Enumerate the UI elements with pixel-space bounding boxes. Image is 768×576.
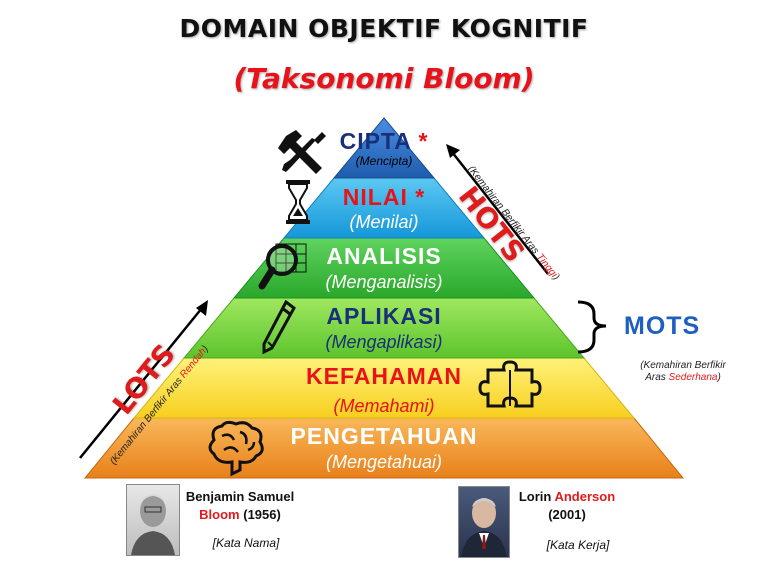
level-analisis-name: ANALISIS bbox=[326, 243, 442, 269]
anderson-name-line1: Lorin Anderson bbox=[512, 488, 622, 506]
level-cipta-verb: (Mencipta) bbox=[355, 154, 413, 168]
level-kefahaman-name: KEFAHAMAN bbox=[306, 363, 462, 389]
puzzle-icon bbox=[478, 360, 542, 408]
mots-note-highlight: Sederhana bbox=[668, 372, 718, 383]
tools-icon bbox=[278, 130, 326, 174]
bloom-surname: Bloom bbox=[199, 507, 240, 522]
bloom-photo bbox=[126, 484, 180, 556]
level-cipta-label: CIPTA bbox=[339, 128, 412, 154]
anderson-name: Lorin Anderson (2001) bbox=[512, 488, 622, 524]
hots-arrow bbox=[446, 144, 549, 275]
bloom-name-line2: Bloom (1956) bbox=[180, 506, 300, 524]
bloom-name-line1: Benjamin Samuel bbox=[185, 489, 295, 504]
level-analisis-verb: (Menganalisis) bbox=[325, 272, 443, 292]
mots-label: MOTS bbox=[624, 312, 701, 340]
mots-note-suffix: ) bbox=[717, 372, 721, 383]
bloom-note: [Kata Nama] bbox=[212, 536, 280, 550]
lots-arrow bbox=[79, 300, 208, 459]
mots-note-line1: (Kemahiran Berfikir bbox=[640, 360, 726, 371]
magnifier-icon bbox=[258, 243, 307, 290]
pencil-icon bbox=[262, 299, 296, 355]
mots-note-line2: Aras Sederhana) bbox=[608, 372, 758, 384]
level-aplikasi-name: APLIKASI bbox=[326, 303, 442, 329]
anderson-year: (2001) bbox=[548, 507, 586, 522]
anderson-surname: Anderson bbox=[554, 489, 616, 504]
level-nilai-name: NILAI * bbox=[0, 184, 768, 211]
subtitle: (Taksonomi Bloom) bbox=[233, 62, 535, 95]
anderson-first: Lorin bbox=[518, 489, 555, 504]
hourglass-icon bbox=[286, 180, 310, 224]
mots-bracket bbox=[577, 300, 607, 354]
anderson-photo bbox=[458, 486, 510, 558]
level-pengetahuan-name: PENGETAHUAN bbox=[290, 423, 478, 449]
level-cipta-marker: * bbox=[418, 128, 429, 154]
level-cipta-band bbox=[332, 117, 436, 179]
brain-icon bbox=[208, 420, 264, 477]
level-pengetahuan-verb: (Mengetahuai) bbox=[325, 452, 443, 472]
level-kefahaman-verb: (Memahami) bbox=[333, 396, 435, 416]
mots-note-prefix: Aras bbox=[645, 372, 669, 383]
level-cipta-name: CIPTA * bbox=[0, 128, 768, 155]
bloom-name: Benjamin Samuel Bloom (1956) bbox=[180, 488, 300, 524]
title: DOMAIN OBJEKTIF KOGNITIF bbox=[179, 14, 589, 43]
anderson-note: [Kata Kerja] bbox=[546, 538, 610, 552]
level-nilai-verb: (Menilai) bbox=[349, 212, 419, 232]
level-nilai-marker: * bbox=[415, 184, 426, 210]
level-nilai-label: NILAI bbox=[342, 184, 408, 210]
level-aplikasi-verb: (Mengaplikasi) bbox=[325, 332, 443, 352]
bloom-year: (1956) bbox=[239, 507, 281, 522]
